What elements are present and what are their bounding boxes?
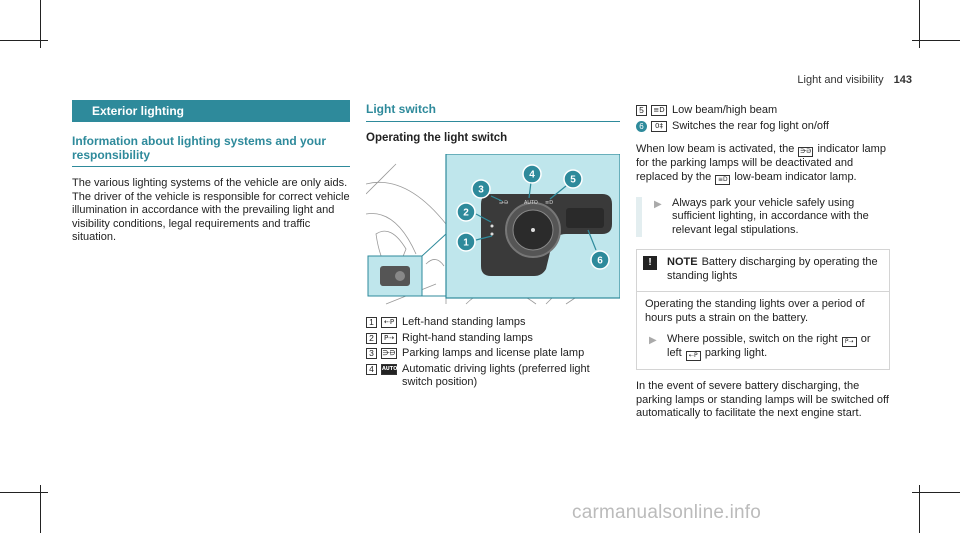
callout-number: 4: [529, 170, 535, 181]
rear-fog-icon: 0‡: [651, 120, 667, 132]
switch-parking-symbol: ⋺⋻: [499, 200, 508, 206]
callout-circle: [563, 169, 583, 189]
crop-mark: [40, 485, 41, 533]
legend-number: 2: [366, 332, 377, 344]
legend-item: 6 0‡ Switches the rear fog light on/off: [636, 120, 890, 134]
section-title-light-switch: Light switch: [366, 100, 620, 122]
legend-item: 4 AUTO Automatic driving lights (preferr…: [366, 363, 620, 390]
column-light-details: 5 ≡D Low beam/high beam 6 0‡ Switches th…: [636, 104, 890, 421]
crop-mark: [919, 0, 920, 48]
column-light-switch: Light switch Operating the light switch: [365, 100, 621, 392]
switch-miniature-knob: [395, 271, 405, 281]
standing-lamp-right-icon: P⇢: [841, 337, 857, 347]
tip-text: or left: [667, 333, 871, 359]
legend-item: 1 ⇠P Left-hand standing lamps: [366, 316, 620, 330]
note-body: Operating the standing lights over a per…: [637, 292, 889, 369]
knob-center: [531, 228, 535, 232]
callout-number: 6: [597, 256, 603, 267]
crop-mark: [0, 40, 48, 41]
callout-circle: [590, 250, 610, 270]
arrow-icon: ▶: [649, 335, 657, 346]
standing-lamp-left-icon: ⇠P: [381, 317, 397, 328]
tip-text: Where possible, switch on the right: [667, 333, 838, 345]
section-bar-title: Exterior lighting: [72, 100, 350, 122]
note-body-text: Operating the standing lights over a per…: [645, 298, 865, 324]
note-tip: ▶ Where possible, switch on the right P⇢…: [645, 333, 881, 361]
legend-item: 5 ≡D Low beam/high beam: [636, 104, 890, 118]
note-title: NOTE: [667, 256, 698, 268]
legend-text: Automatic driving lights (preferred ligh…: [402, 362, 590, 389]
callout-circle: [456, 202, 476, 222]
auto-lights-icon: AUTO: [381, 363, 397, 375]
column-exterior-lighting: Exterior lighting Information about ligh…: [72, 100, 350, 245]
subheading-operating: Operating the light switch: [366, 132, 508, 144]
legend-list-continued: 5 ≡D Low beam/high beam 6 0‡ Switches th…: [636, 104, 890, 133]
switch-lowbeam-symbol: ≡D: [545, 200, 553, 206]
legend-number: 5: [636, 105, 647, 116]
legend-text: Parking lamps and license plate lamp: [402, 347, 585, 359]
legend-number: 6: [636, 120, 647, 132]
tip-text: parking light.: [704, 347, 768, 359]
callout-number: 1: [463, 238, 469, 249]
tip-text: Always park your vehicle safely using su…: [672, 196, 869, 236]
callout-circle: [522, 164, 542, 184]
switch-dot: [490, 224, 494, 228]
switch-auto-label: AUTO: [524, 200, 538, 206]
light-switch-illustration: AUTO ⋺⋻ ≡D 0‡ 1 2 3: [365, 153, 621, 305]
warning-icon: !: [643, 256, 657, 270]
legend-text: Left-hand standing lamps: [402, 316, 526, 328]
parking-lamp-icon: ⋺⋻: [381, 348, 397, 359]
legend-text: Low beam/high beam: [672, 104, 778, 116]
note-title-text: Battery discharging by operating the sta…: [667, 256, 878, 282]
switch-dot: [490, 232, 494, 236]
tip-park-safely: ▶ Always park your vehicle safely using …: [636, 196, 890, 237]
light-switch-figure: AUTO ⋺⋻ ≡D 0‡ 1 2 3: [365, 153, 621, 306]
watermark: carmanualsonline.info: [572, 502, 762, 523]
page-number: 143: [893, 74, 912, 86]
parking-lamp-icon: ⋺⋻: [798, 147, 814, 157]
para-text: indicator lamp for the parking lamps wil…: [636, 143, 886, 183]
callout-circle: [456, 232, 476, 252]
note-tip-text: Where possible, switch on the right P⇢ o…: [667, 333, 881, 361]
callout-lines: [475, 181, 597, 251]
legend-text: Right-hand standing lamps: [402, 331, 533, 344]
standing-lamp-right-icon: P⇢: [381, 332, 397, 344]
dashboard-sketch: [365, 163, 621, 305]
para-text: When low beam is activated, the: [636, 143, 795, 155]
low-beam-icon: ≡D: [715, 174, 731, 185]
callout-number: 5: [570, 175, 576, 186]
legend-number: 3: [366, 348, 377, 359]
callout-number: 2: [463, 208, 469, 219]
arrow-icon: ▶: [654, 198, 662, 210]
fog-button: [566, 208, 604, 228]
legend-number: 4: [366, 363, 377, 375]
low-beam-icon: ≡D: [651, 105, 667, 116]
para-text: low-beam indicator lamp.: [734, 170, 857, 183]
callouts: 1 2 3 4 5 6: [456, 164, 610, 270]
standing-lamp-left-icon: ⇠P: [685, 351, 701, 361]
crop-mark: [0, 492, 48, 493]
crop-mark: [912, 40, 960, 41]
callout-number: 3: [478, 185, 484, 196]
header-section: Light and visibility: [797, 74, 884, 86]
legend-item: 2 P⇢ Right-hand standing lamps: [366, 332, 620, 346]
legend-item: 3 ⋺⋻ Parking lamps and license plate lam…: [366, 347, 620, 361]
crop-mark: [919, 485, 920, 533]
legend-list: 1 ⇠P Left-hand standing lamps 2 P⇢ Right…: [366, 316, 620, 390]
crop-mark: [912, 492, 960, 493]
subheading-responsibility: Information about lighting systems and y…: [72, 134, 350, 167]
legend-text: Switches the rear fog light on/off: [672, 119, 829, 132]
low-beam-paragraph: When low beam is activated, the ⋺⋻ indic…: [636, 143, 890, 185]
responsibility-paragraph: The various lighting systems of the vehi…: [72, 177, 350, 243]
page-header: Light and visibility 143: [797, 74, 912, 86]
callout-circle: [471, 179, 491, 199]
callout-line: [421, 233, 447, 257]
crop-mark: [40, 0, 41, 48]
battery-discharge-paragraph: In the event of severe battery dischargi…: [636, 380, 889, 419]
legend-number: 1: [366, 317, 377, 328]
